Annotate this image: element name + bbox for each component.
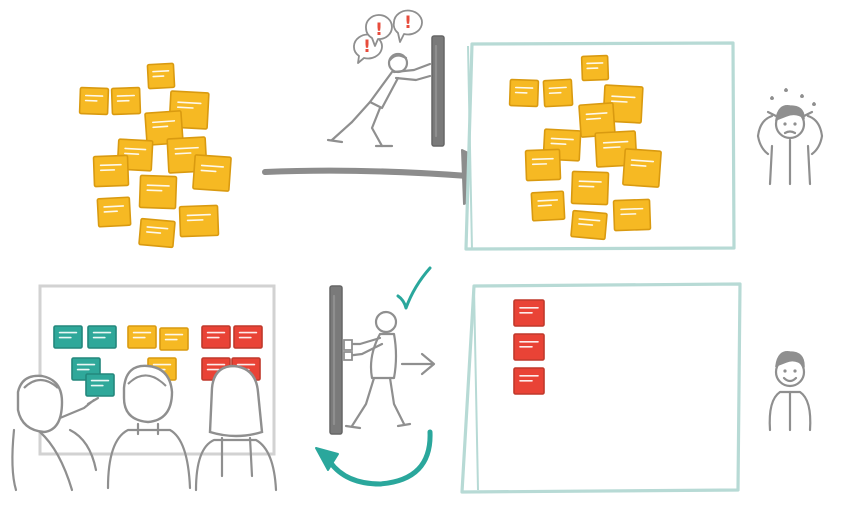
yellow-sticky-note (127, 325, 157, 349)
checkmark-icon (396, 266, 432, 310)
team-member-middle (106, 364, 192, 490)
teal-sticky-note (85, 373, 115, 397)
person-pushing-door-illustration: ! ! ! (326, 9, 445, 148)
focused-board-frame (460, 282, 742, 494)
yellow-sticky-note (612, 198, 652, 232)
team-member-right (194, 364, 278, 492)
loose-yellow-note-pile (78, 62, 232, 249)
exclamation-bubble-icon: ! (365, 14, 393, 47)
red-sticky-note (233, 325, 263, 349)
yellow-sticky-note (622, 148, 662, 188)
small-arrow-right-icon (400, 352, 436, 376)
yellow-sticky-note (570, 209, 608, 241)
yellow-sticky-note (138, 174, 178, 210)
yellow-sticky-note (144, 110, 184, 146)
exclamation-mark: ! (363, 37, 371, 57)
exclamation-mark: ! (375, 20, 383, 40)
team-member-left (11, 374, 100, 492)
closed-door (431, 35, 445, 147)
yellow-sticky-note (570, 170, 610, 206)
overfull-board (464, 41, 736, 251)
person-opening-door-illustration (315, 266, 436, 487)
open-door (329, 285, 343, 435)
yellow-sticky-note (530, 190, 566, 222)
team-at-board (11, 284, 278, 492)
yellow-sticky-note (110, 86, 142, 116)
red-sticky-note (513, 299, 545, 327)
red-sticky-note (513, 367, 545, 395)
yellow-sticky-note (138, 217, 176, 249)
yellow-sticky-note (96, 196, 132, 228)
crowded-note-cluster (508, 54, 662, 241)
yellow-sticky-note (78, 86, 110, 116)
yellow-sticky-note (192, 154, 232, 192)
happy-person-illustration (768, 351, 812, 432)
exclamation-mark: ! (404, 13, 412, 33)
yellow-sticky-note (524, 148, 562, 182)
teal-sticky-note (53, 325, 83, 349)
red-sticky-note (201, 325, 231, 349)
yellow-sticky-note (542, 78, 574, 108)
yellow-sticky-note (159, 327, 189, 351)
yellow-sticky-note (508, 78, 540, 108)
teal-sticky-note (87, 325, 117, 349)
yellow-sticky-note (92, 154, 130, 188)
red-note-column (513, 299, 545, 395)
yellow-sticky-note (578, 102, 616, 138)
red-sticky-note (513, 333, 545, 361)
yellow-sticky-note (580, 54, 610, 82)
stressed-person-illustration (756, 88, 824, 186)
exclamation-bubble-icon: ! (392, 9, 423, 43)
focused-board (460, 282, 742, 494)
yellow-sticky-note (146, 62, 176, 90)
curved-return-arrow-icon (315, 429, 433, 487)
yellow-sticky-note (178, 204, 220, 238)
